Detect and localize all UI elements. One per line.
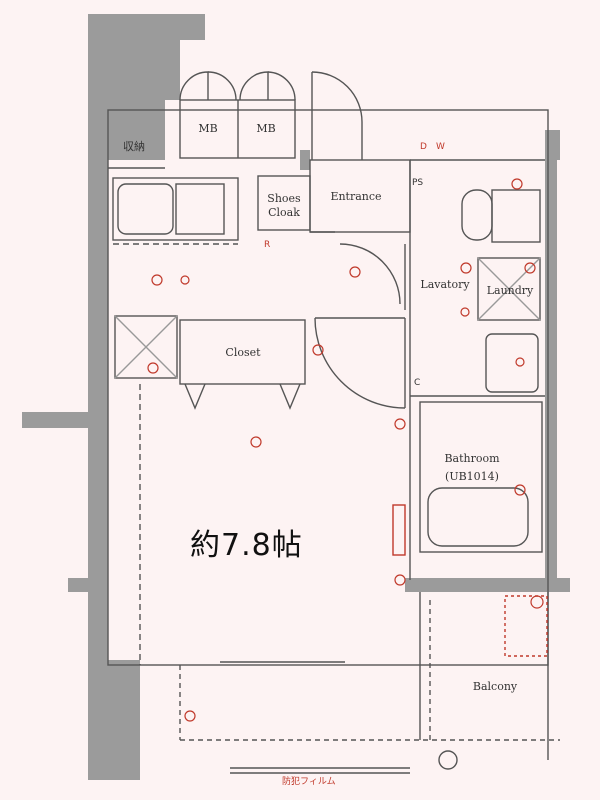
mb-right-label: MB xyxy=(256,122,276,135)
bathtub xyxy=(427,487,529,547)
mb-door-arc-4 xyxy=(267,71,296,101)
room-door-arc xyxy=(314,317,406,409)
outdoor-unit xyxy=(504,595,548,657)
mb-door-arc-1 xyxy=(179,71,209,101)
balcony-label: Balcony xyxy=(472,680,518,693)
c-mark: C xyxy=(414,378,421,388)
bath-door xyxy=(392,504,406,556)
closet-door-1 xyxy=(184,383,206,410)
area-label: 約7.8帖 xyxy=(190,528,303,563)
closet-door-2 xyxy=(279,383,301,410)
east-column xyxy=(545,130,560,160)
east-wall xyxy=(545,160,557,580)
mb-wall xyxy=(300,150,310,170)
unit-outline xyxy=(107,109,549,666)
mb-door-arc-3 xyxy=(239,71,269,101)
shoes-cloak-label-2: Cloak xyxy=(268,206,300,219)
west-wall xyxy=(88,14,205,780)
balcony-top-wall xyxy=(405,578,570,592)
entrance-label: Entrance xyxy=(330,190,382,203)
washbasin xyxy=(485,333,539,393)
toilet-tank xyxy=(491,189,541,243)
bathroom-label: Bathroom xyxy=(444,452,500,465)
mb-door-arc-2 xyxy=(207,71,237,101)
laundry-box xyxy=(477,257,541,321)
storage-hatch xyxy=(114,315,178,379)
storage-label: 収納 xyxy=(123,140,145,153)
d-mark: D xyxy=(420,142,427,152)
stove xyxy=(175,183,225,235)
ps-mark: PS xyxy=(412,178,424,188)
fixture-marks xyxy=(147,178,544,722)
kitchen-counter xyxy=(112,177,239,241)
hall-door-arc xyxy=(339,243,401,305)
w-mark: W xyxy=(436,142,445,152)
film-label: 防犯フィルム xyxy=(282,777,336,787)
bathroom-unit-label: (UB1014) xyxy=(445,470,499,483)
mb-left-label: MB xyxy=(198,122,218,135)
closet-box xyxy=(179,319,306,385)
lavatory-label: Lavatory xyxy=(420,278,470,291)
drain xyxy=(438,750,458,770)
interior-lines xyxy=(107,71,560,774)
bathroom-box xyxy=(419,401,543,553)
toilet xyxy=(461,189,493,241)
shoes-cloak-label-1: Shoes xyxy=(267,192,301,205)
sink xyxy=(117,183,174,235)
r-mark: R xyxy=(264,240,271,250)
entry-door-arc xyxy=(311,71,363,160)
laundry-label: Laundry xyxy=(486,284,534,297)
closet-label: Closet xyxy=(225,346,261,359)
west-stub-wall xyxy=(22,412,88,428)
west-stub-wall-2 xyxy=(68,578,88,592)
